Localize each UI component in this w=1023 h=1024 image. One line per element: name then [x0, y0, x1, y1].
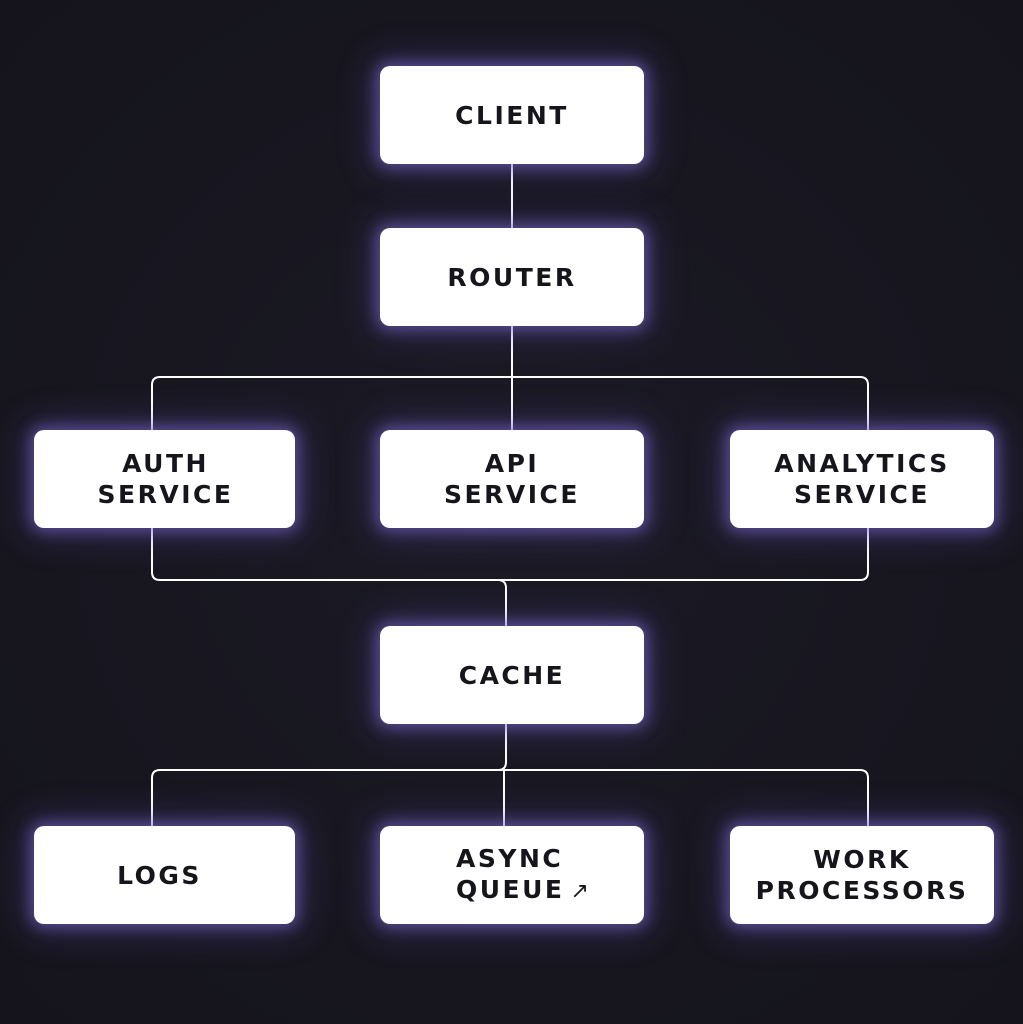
node-cache-label: CACHE [458, 660, 566, 690]
node-analytics-service-label-line-2: SERVICE [794, 480, 930, 509]
edge-router-auth [151, 376, 513, 431]
edge-auth-analytics-bus [151, 527, 869, 581]
node-api-service-label-line-1: API [484, 449, 540, 478]
node-auth-service-label-line-1: AUTH [122, 449, 209, 478]
node-client: CLIENT [380, 66, 644, 164]
edge-router-analytics [511, 376, 869, 431]
node-analytics-service-label-line-1: ANALYTICS [774, 449, 950, 478]
edge-bus-cache [497, 579, 507, 627]
node-router-label: ROUTER [447, 262, 577, 292]
node-logs-label: LOGS [117, 860, 202, 890]
edge-cache-bus [497, 723, 507, 771]
node-auth-service: AUTH SERVICE [34, 430, 295, 528]
node-async-queue-label-line-2: QUEUE [456, 875, 565, 904]
node-logs: LOGS [34, 826, 295, 924]
node-api-service: API SERVICE [380, 430, 644, 528]
external-link-icon: ↗ [570, 879, 589, 904]
node-async-queue-label-line-2-wrap: QUEUE↗ [456, 874, 589, 907]
node-analytics-service: ANALYTICS SERVICE [730, 430, 994, 528]
node-api-service-label-line-2: SERVICE [444, 480, 580, 509]
edge-cache-logs [151, 769, 499, 827]
node-work-processors-label-line-2: PROCESSORS [755, 876, 969, 905]
node-router: ROUTER [380, 228, 644, 326]
edge-cache-work-processors [497, 769, 869, 827]
node-work-processors-label-line-1: WORK [813, 845, 911, 874]
node-work-processors: WORK PROCESSORS [730, 826, 994, 924]
node-cache: CACHE [380, 626, 644, 724]
node-auth-service-label-line-2: SERVICE [97, 480, 234, 509]
node-async-queue-label-line-1: ASYNC [456, 844, 564, 873]
node-async-queue: ASYNC QUEUE↗ [380, 826, 644, 924]
node-client-label: CLIENT [455, 100, 569, 130]
